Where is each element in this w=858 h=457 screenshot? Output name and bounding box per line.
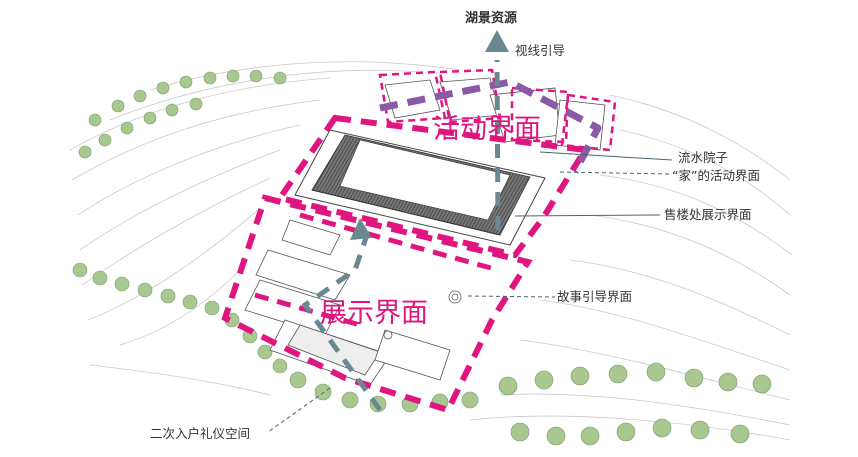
lake-view-label: 湖景资源 (465, 11, 518, 26)
activity-zone-outline (275, 114, 590, 259)
activity-route (379, 78, 602, 174)
sight-line-arrows (301, 59, 501, 412)
story-guidance-label: 故事引导界面 (557, 289, 633, 304)
display-zone-outline (221, 194, 533, 414)
home-activity-label: “家”的活动界面 (672, 168, 760, 183)
sales-display-label: 售楼处展示界面 (664, 207, 752, 222)
terrain-contours (69, 61, 793, 441)
sight-guidance-label: 视线引导 (515, 43, 566, 58)
display-interface-title: 展示界面 (320, 298, 428, 329)
leader-lines (267, 151, 673, 433)
courtyard-pavilions (384, 77, 606, 151)
display-inner-band (299, 212, 499, 273)
entry-ceremony-label: 二次入户礼仪空间 (150, 426, 251, 441)
arrow-head-up (485, 30, 509, 52)
water-courtyard-label: 流水院子 (678, 150, 729, 165)
sales-building (294, 129, 546, 246)
activity-interface-title: 活动界面 (433, 114, 541, 145)
arrow-head-mid (350, 218, 372, 240)
pavilion-outlines (378, 68, 617, 152)
trees-west (72, 69, 288, 374)
